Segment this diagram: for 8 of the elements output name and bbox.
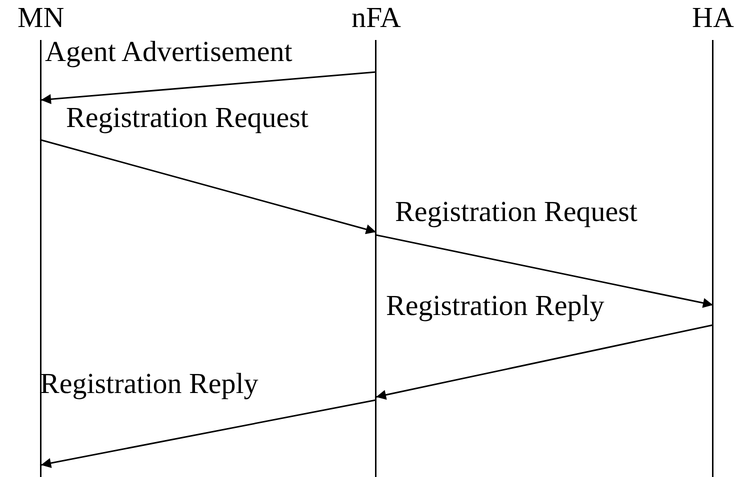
edge-label: Registration Reply [40, 368, 258, 400]
edge-label: Registration Request [66, 102, 308, 134]
lifeline-header: MN [18, 2, 64, 34]
lifeline-header: nFA [352, 2, 401, 34]
lifeline-header: HA [692, 2, 734, 34]
edge-label: Agent Advertisement [45, 36, 292, 68]
edge-label: Registration Request [395, 196, 638, 228]
edge-label: Registration Reply [386, 290, 604, 322]
